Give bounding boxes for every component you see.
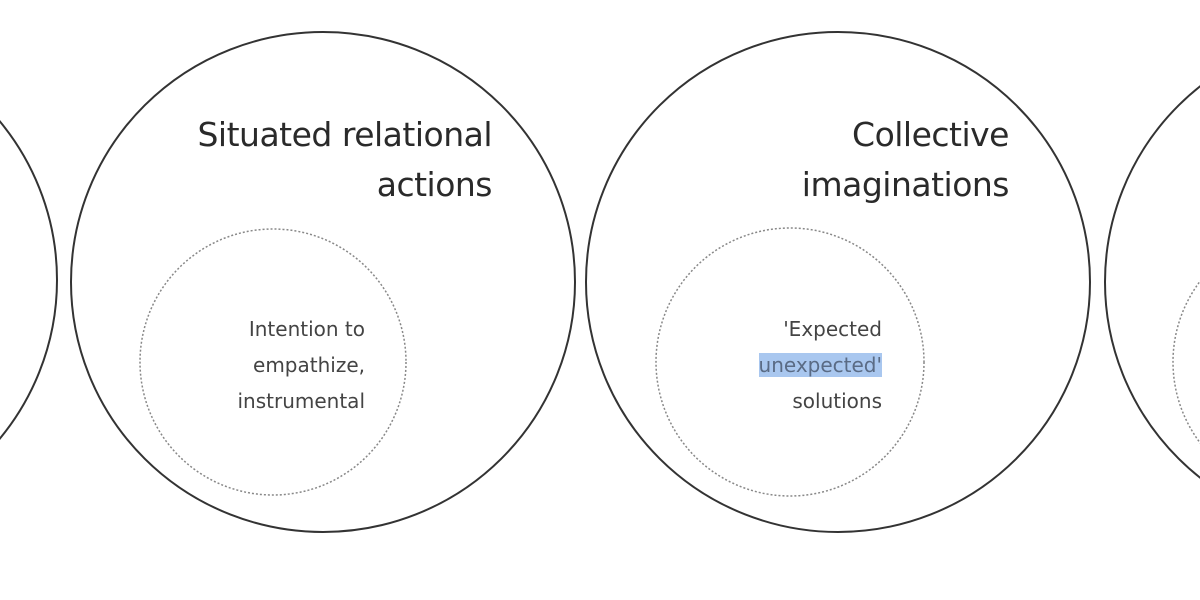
inner-line: solutions	[792, 389, 882, 413]
highlighted-text-selection[interactable]: unexpected'	[758, 353, 882, 377]
title-line: imaginations	[801, 165, 1010, 204]
inner-dotted-circle-expected-unexpected	[655, 227, 925, 497]
partial-inner-dotted-circle-right	[1172, 280, 1200, 444]
partial-circle-right	[1104, 85, 1200, 479]
inner-line: 'Expected	[783, 317, 882, 341]
inner-text-expected-unexpected: 'Expected unexpected' solutions	[758, 311, 882, 419]
title-line: Situated relational	[197, 115, 492, 154]
inner-line: Intention to	[248, 317, 365, 341]
outer-circle-situated-relational-actions	[70, 31, 576, 533]
title-line: actions	[376, 165, 493, 204]
circle-title-collective-imaginations: Collective imaginations	[801, 110, 1010, 210]
title-line: Collective	[852, 115, 1009, 154]
inner-line: instrumental	[237, 389, 365, 413]
outer-circle-collective-imaginations	[585, 31, 1091, 533]
inner-dotted-circle-intention	[139, 228, 407, 496]
partial-circle-left	[0, 120, 58, 440]
inner-line: empathize,	[253, 353, 365, 377]
circle-title-situated-relational-actions: Situated relational actions	[197, 110, 492, 210]
inner-text-intention: Intention to empathize, instrumental	[237, 311, 365, 419]
